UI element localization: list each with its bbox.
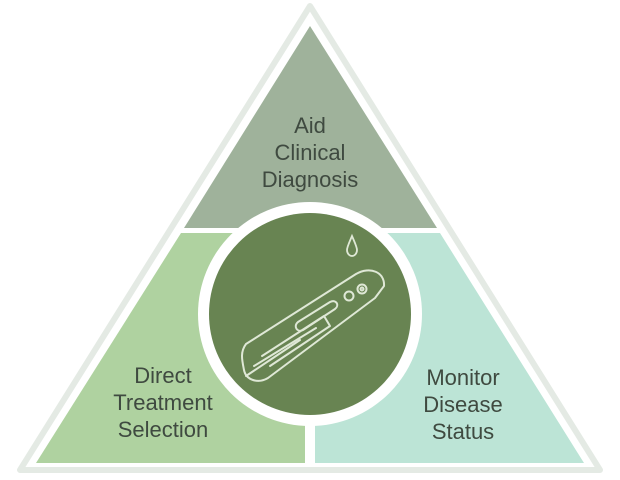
label-line: Disease: [423, 392, 503, 417]
label-line: Aid: [294, 113, 326, 138]
label-line: Treatment: [113, 390, 213, 415]
label-line: Diagnosis: [261, 167, 359, 192]
label-line: Selection: [117, 417, 209, 442]
test-strip-device-icon: [241, 269, 386, 382]
label-direct-treatment-selection: Direct Treatment Selection: [88, 362, 238, 443]
label-line: Clinical: [274, 140, 346, 165]
label-line: Monitor: [426, 365, 500, 390]
label-monitor-disease-status: Monitor Disease Status: [388, 364, 538, 445]
label-line: Status: [431, 419, 495, 444]
segment-top: [184, 26, 437, 228]
droplet-icon: [346, 233, 358, 257]
label-line: Direct: [134, 363, 192, 388]
label-aid-clinical-diagnosis: Aid Clinical Diagnosis: [230, 112, 390, 193]
